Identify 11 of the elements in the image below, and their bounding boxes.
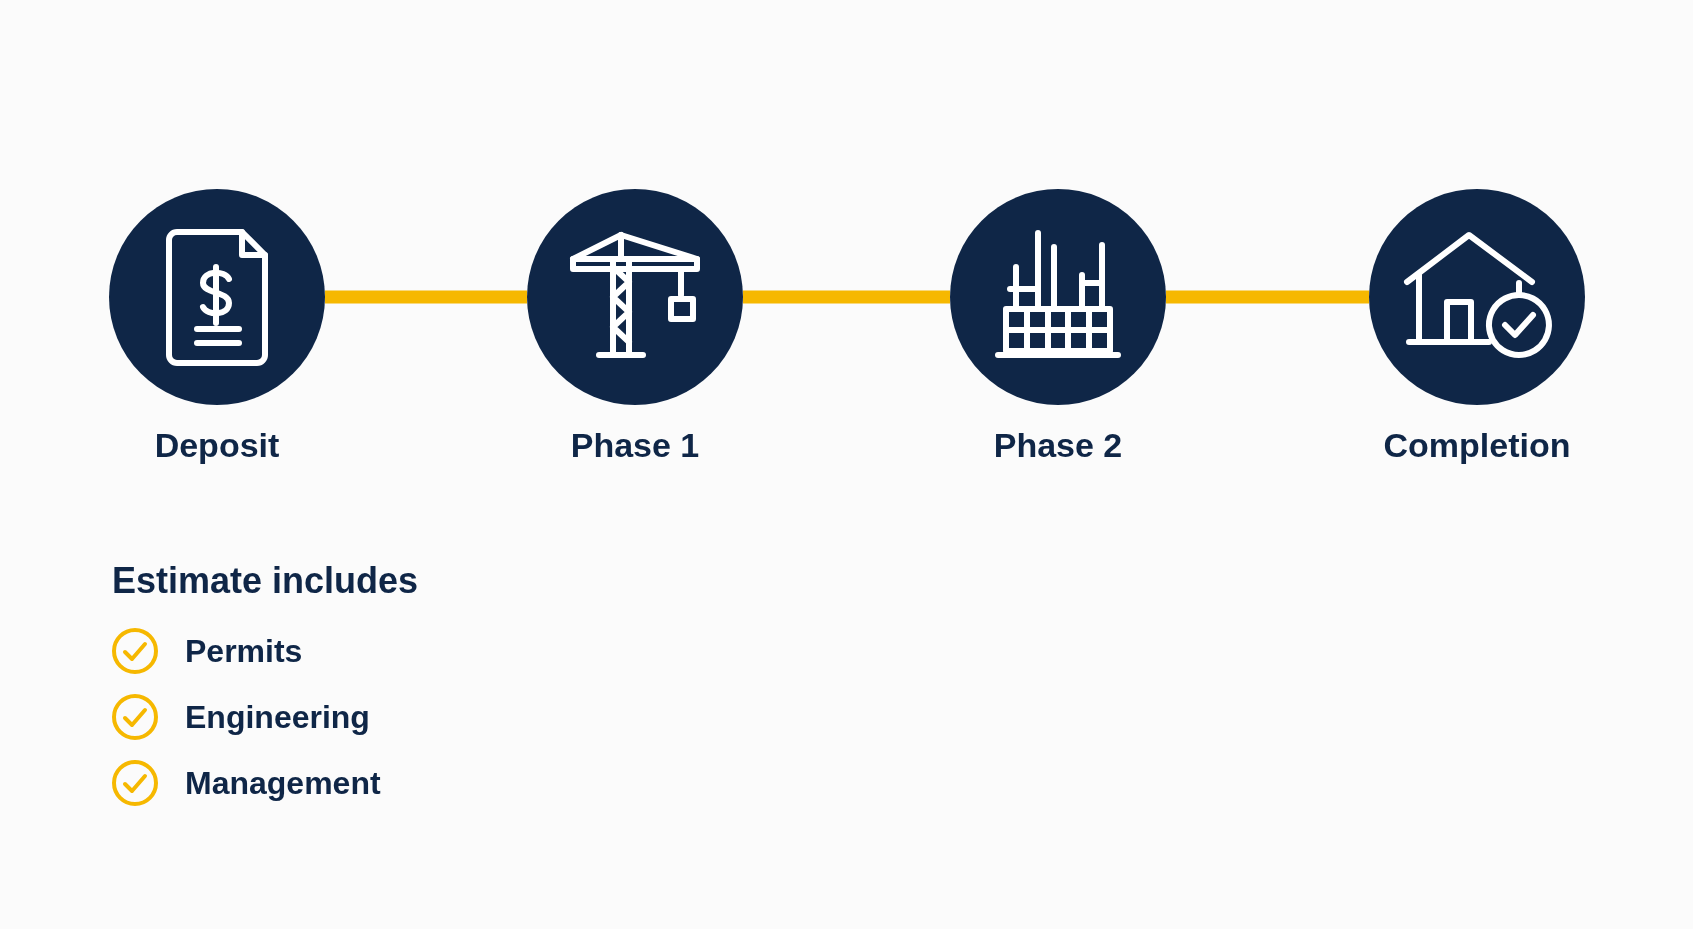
connector-line	[325, 290, 527, 304]
connector-line	[743, 290, 950, 304]
step-label: Phase 2	[992, 425, 1124, 465]
step-label: Deposit	[153, 425, 281, 465]
step-label: Phase 1	[569, 425, 701, 465]
list-item: Permits	[185, 632, 303, 670]
connector-line	[1166, 290, 1369, 304]
list-item: Management	[185, 764, 381, 802]
list-heading: Estimate includes	[112, 560, 419, 602]
list-item: Engineering	[185, 698, 370, 736]
step-label: Completion	[1382, 425, 1572, 465]
